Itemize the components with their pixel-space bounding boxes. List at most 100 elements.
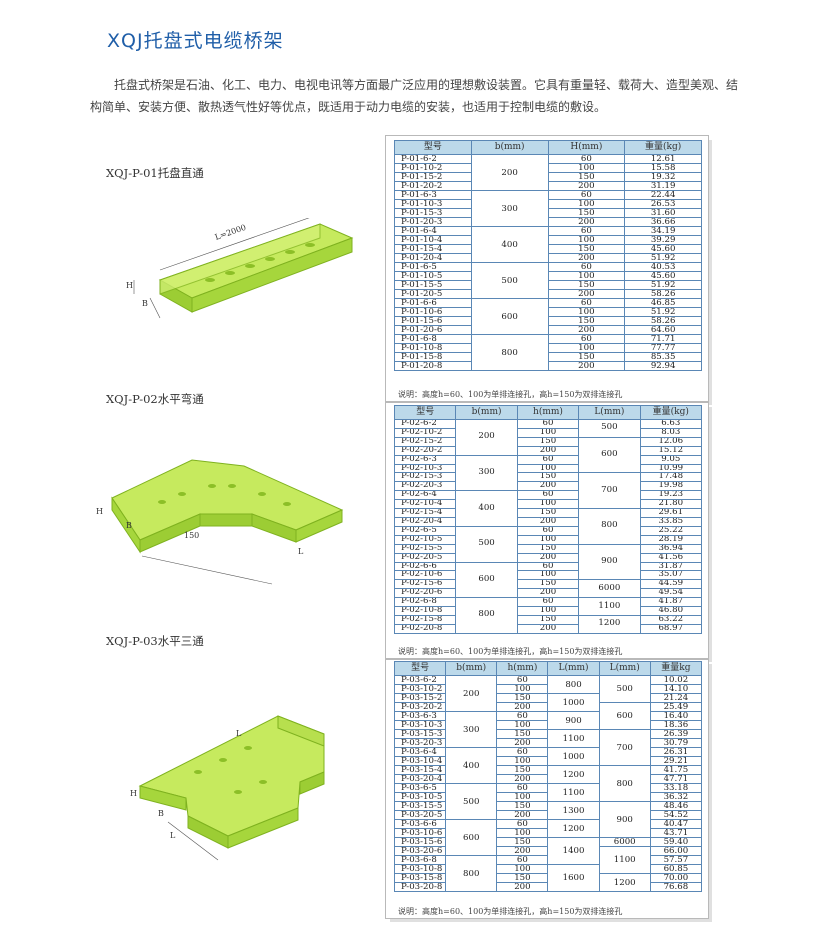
table-cell: 150 — [516, 543, 580, 554]
table-cell: P-01-6-4 — [394, 226, 472, 236]
table-cell: 100 — [496, 720, 549, 730]
table-cell: 25.22 — [639, 525, 703, 536]
table-cell: P-01-6-8 — [394, 334, 472, 344]
table-cell: 60 — [547, 154, 626, 164]
dim-length: L=2000 — [214, 223, 248, 242]
table-cell: 100 — [496, 864, 549, 874]
table-cell: 150 — [516, 614, 580, 625]
table-cell: P-03-10-6 — [393, 828, 447, 838]
table-cell: 200 — [496, 846, 549, 856]
table-cell: 1100 — [578, 597, 641, 616]
table-cell: P-01-6-5 — [394, 262, 472, 272]
table-cell: P-03-15-8 — [393, 873, 447, 883]
table-cell: 600 — [445, 819, 498, 856]
table-cell: 60 — [496, 855, 549, 865]
table-cell: 9.05 — [639, 454, 703, 465]
table-cell: P-03-10-5 — [393, 792, 447, 802]
table-cell: 200 — [547, 181, 626, 191]
table-cell: P-03-10-3 — [393, 720, 447, 730]
table-cell: P-02-6-8 — [393, 597, 457, 608]
table-cell: 200 — [547, 289, 626, 299]
table-cell: 60 — [516, 490, 580, 501]
dim-width: B — [142, 299, 148, 308]
table-cell: P-03-15-4 — [393, 765, 447, 775]
table-cell: P-02-15-2 — [393, 436, 457, 447]
dim-width: B — [126, 521, 132, 530]
table-cell: 49.54 — [639, 588, 703, 599]
table-cell: 34.19 — [624, 226, 702, 236]
table-cell: 300 — [445, 711, 498, 748]
table-cell: P-03-6-3 — [393, 711, 447, 721]
table-cell: 60 — [516, 561, 580, 572]
table-cell: 600 — [578, 436, 641, 474]
table-cell: 39.29 — [624, 235, 702, 245]
dim-height: H — [130, 789, 137, 798]
table-cell: P-03-6-5 — [393, 783, 447, 793]
table-cell: 41.56 — [639, 552, 703, 563]
table-cell: P-02-15-6 — [393, 579, 457, 590]
column-header: 型号 — [393, 405, 457, 420]
table-cell: 200 — [547, 361, 626, 371]
table-cell: P-03-6-8 — [393, 855, 447, 865]
table-cell: 85.35 — [624, 352, 702, 362]
table-cell: 58.26 — [624, 289, 702, 299]
column-header: L(mm) — [578, 405, 641, 420]
section-label-straight: XQJ-P-01托盘直通 — [106, 166, 204, 180]
table-cell: 44.59 — [639, 579, 703, 590]
table-cell: 200 — [516, 445, 580, 456]
table-cell: 41.75 — [649, 765, 703, 775]
table3-note: 说明：高度h=60、100为单排连接孔，高h=150为双排连接孔 — [398, 907, 623, 916]
table-row: P-02-20-6 200 49.54 — [393, 588, 703, 599]
table-cell: P-01-10-6 — [394, 307, 472, 317]
table-cell: 100 — [547, 235, 626, 245]
table-cell: 200 — [516, 588, 580, 599]
table-cell: P-02-20-6 — [393, 588, 457, 599]
table-cell: 43.71 — [649, 828, 703, 838]
table-cell: 60 — [516, 597, 580, 608]
table-cell: P-01-15-8 — [394, 352, 472, 362]
table-cell: 1300 — [547, 801, 600, 820]
table-cell: 150 — [547, 352, 626, 362]
table-cell: 40.47 — [649, 819, 703, 829]
table-cell: P-03-20-2 — [393, 702, 447, 712]
table-cell: P-03-15-6 — [393, 837, 447, 847]
table-cell: P-03-20-3 — [393, 738, 447, 748]
table-cell: 19.23 — [639, 490, 703, 501]
table-cell: 600 — [470, 298, 549, 335]
table-cell: 60 — [547, 190, 626, 200]
table-cell: 600 — [598, 702, 651, 730]
table-cell: 70.00 — [649, 873, 703, 883]
table-cell: 500 — [470, 262, 549, 299]
page-title: XQJ托盘式电缆桥架 — [107, 30, 284, 52]
table-cell: 51.92 — [624, 253, 702, 263]
table-cell: 500 — [598, 675, 651, 703]
table-cell: P-02-10-6 — [393, 570, 457, 581]
table-cell: 100 — [547, 343, 626, 353]
table-cell: 60 — [496, 783, 549, 793]
table-cell: 59.40 — [649, 837, 703, 847]
table-cell: 150 — [547, 280, 626, 290]
table-cell: P-01-20-2 — [394, 181, 472, 191]
column-header: 重量(kg) — [624, 140, 702, 155]
table-cell: P-03-20-4 — [393, 774, 447, 784]
table-cell: 14.10 — [649, 684, 703, 694]
tee-tray-illustration: L H B L — [130, 715, 325, 861]
table-cell: P-01-6-2 — [394, 154, 472, 164]
